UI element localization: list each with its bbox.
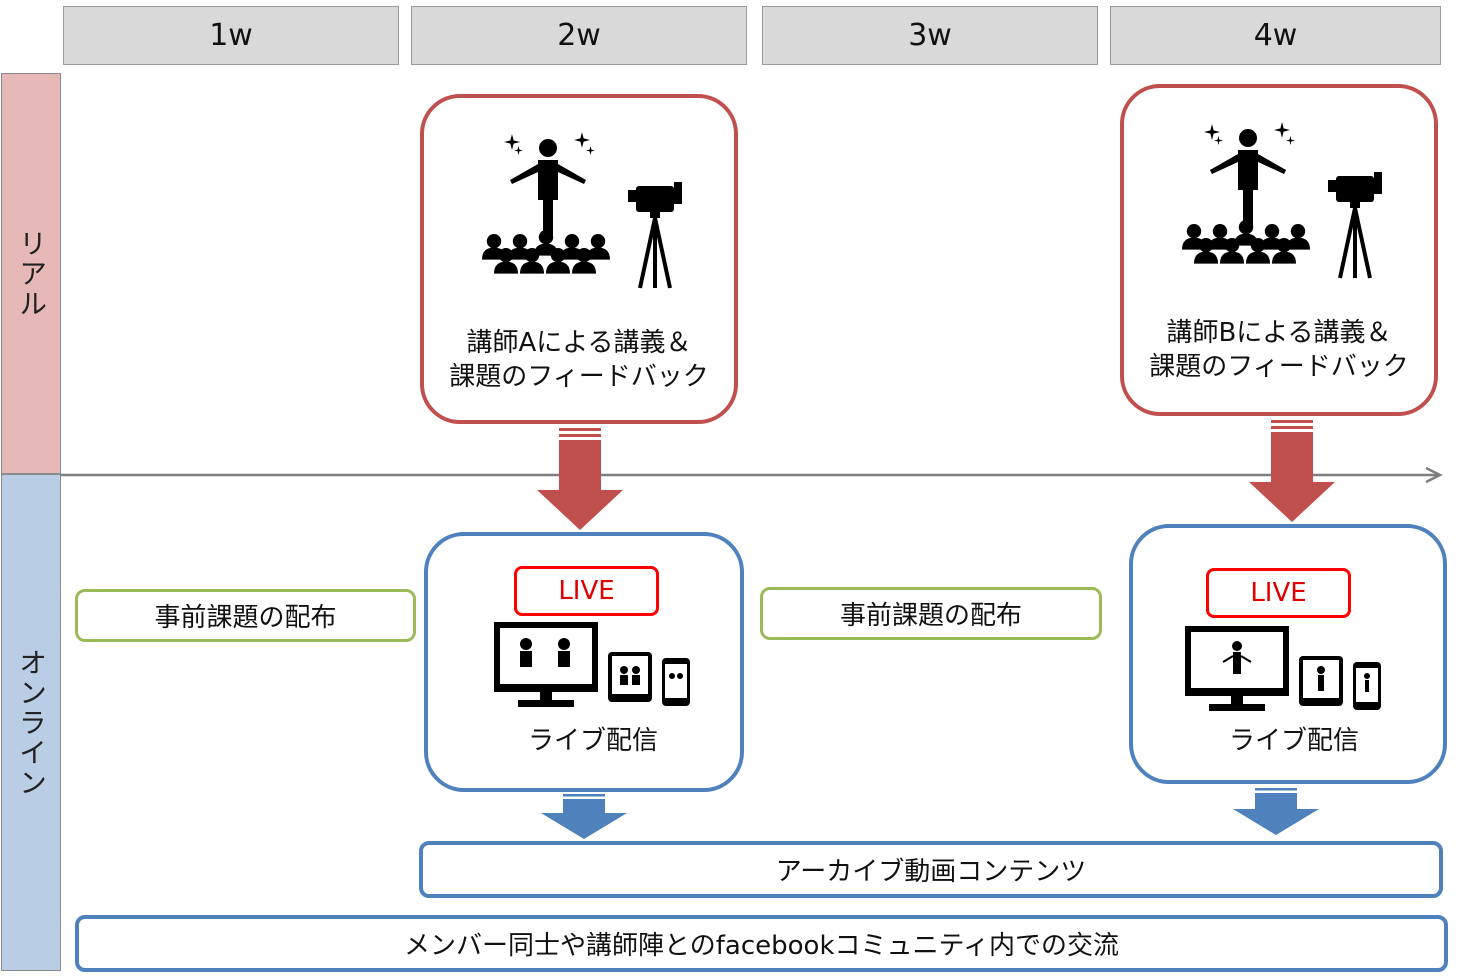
blue-down-arrow-a [541,794,627,839]
red-down-arrow-a [537,428,623,530]
week-header-2: 2w [411,6,747,65]
lane-real-label: リアル [15,228,48,319]
lecture-audience-icon [1182,122,1382,279]
lecture-caption-b-line1: 講師Bによる講義＆ [1166,318,1392,348]
lane-real: リアル [1,73,61,474]
lecture-caption-b-line2: 課題のフィードバック [1149,352,1409,382]
devices-icon [494,622,690,707]
live-box-b: LIVE ライブ配信 [1129,524,1447,784]
live-badge-a: LIVE [514,566,659,616]
lane-online-label: オンライン [15,647,48,798]
lecture-caption-b: 講師Bによる講義＆ 課題のフィードバック [1124,316,1434,384]
blue-down-arrow-b [1233,788,1319,835]
red-down-arrow-b [1249,420,1335,522]
lecture-caption-a-line2: 課題のフィードバック [449,362,709,392]
devices-icon [1185,626,1381,711]
live-caption-b: ライブ配信 [1228,726,1359,756]
live-box-a: LIVE ライブ配信 [424,532,744,792]
assignment-box-1: 事前課題の配布 [75,589,416,642]
community-bar: メンバー同士や講師陣とのfacebookコミュニティ内での交流 [75,915,1448,972]
lecture-caption-a: 講師Aによる講義＆ 課題のフィードバック [424,326,734,394]
archive-bar: アーカイブ動画コンテンツ [419,841,1443,898]
lecture-box-b: 講師Bによる講義＆ 課題のフィードバック [1120,84,1438,416]
week-header-4: 4w [1110,6,1441,65]
lane-online: オンライン [1,474,61,971]
week-header-3: 3w [762,6,1098,65]
live-caption-a: ライブ配信 [527,726,658,756]
lecture-caption-a-line1: 講師Aによる講義＆ [466,328,692,358]
week-header-1: 1w [63,6,399,65]
live-badge-b: LIVE [1206,568,1351,618]
timeline-arrow [60,466,1443,484]
lecture-box-a: 講師Aによる講義＆ 課題のフィードバック [420,94,738,424]
lecture-audience-icon [482,132,682,289]
assignment-box-2: 事前課題の配布 [760,587,1102,640]
